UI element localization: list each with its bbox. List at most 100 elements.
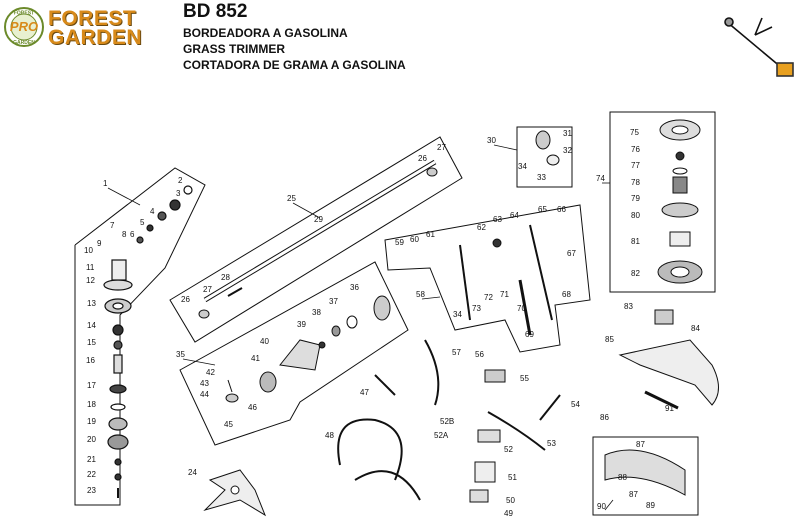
badge-ring-top: FOREST (14, 11, 34, 17)
part-label-28: 28 (221, 273, 230, 282)
part-label-63: 63 (493, 215, 502, 224)
part-label-52A: 52A (434, 431, 449, 440)
part-label-75: 75 (630, 128, 639, 137)
part-label-38: 38 (312, 308, 321, 317)
part-label-76: 76 (631, 145, 640, 154)
part-label-80: 80 (631, 211, 640, 220)
grass-trimmer-icon (724, 17, 794, 77)
part-label-37: 37 (329, 297, 338, 306)
product-desc-en: GRASS TRIMMER (183, 42, 285, 56)
part-label-49: 49 (504, 509, 513, 518)
part-label-79: 79 (631, 194, 640, 203)
brand-word-garden: GARDEN (48, 26, 143, 49)
part-label-18: 18 (87, 400, 96, 409)
leader-lines (107, 144, 614, 511)
part-label-11: 11 (86, 263, 95, 272)
part-label-25: 25 (287, 194, 296, 203)
part-label-88: 88 (618, 473, 627, 482)
part-label-55: 55 (520, 374, 529, 383)
part-label-2: 2 (178, 176, 183, 185)
part-label-51: 51 (508, 473, 517, 482)
part-label-32: 32 (563, 146, 572, 155)
part-label-89: 89 (646, 501, 655, 510)
part-label-26: 26 (418, 154, 427, 163)
part-label-68: 68 (562, 290, 571, 299)
part-label-13: 13 (87, 299, 96, 308)
part-label-14: 14 (87, 321, 96, 330)
part-label-36: 36 (350, 283, 359, 292)
part-label-69: 69 (525, 330, 534, 339)
part-label-7: 7 (110, 221, 115, 230)
part-label-27: 27 (203, 285, 212, 294)
blade-guard (618, 309, 719, 410)
saw-blade-frame (592, 436, 699, 516)
part-label-77: 77 (631, 161, 640, 170)
part-label-66: 66 (557, 205, 566, 214)
part-label-19: 19 (87, 417, 96, 426)
part-label-58: 58 (416, 290, 425, 299)
part-label-86: 86 (600, 413, 609, 422)
part-label-62: 62 (477, 223, 486, 232)
part-label-53: 53 (547, 439, 556, 448)
part-label-34: 34 (453, 310, 462, 319)
part-label-74: 74 (596, 174, 605, 183)
part-label-3: 3 (176, 189, 181, 198)
part-label-64: 64 (510, 211, 519, 220)
part-label-46: 46 (248, 403, 257, 412)
handle-bars (337, 339, 561, 503)
part-label-23: 23 (87, 486, 96, 495)
part-label-34: 34 (518, 162, 527, 171)
part-label-82: 82 (631, 269, 640, 278)
part-label-5: 5 (140, 218, 145, 227)
part-label-52: 52 (504, 445, 513, 454)
part-label-73: 73 (472, 304, 481, 313)
part-label-54: 54 (571, 400, 580, 409)
cutting-blade (203, 469, 267, 517)
gear-head-parts (103, 185, 193, 498)
part-label-87: 87 (629, 490, 638, 499)
part-label-81: 81 (631, 237, 640, 246)
part-label-12: 12 (86, 276, 95, 285)
part-label-50: 50 (506, 496, 515, 505)
part-label-26: 26 (181, 295, 190, 304)
product-desc-pt: CORTADORA DE GRAMA A GASOLINA (183, 58, 406, 72)
part-label-67: 67 (567, 249, 576, 258)
part-label-45: 45 (224, 420, 233, 429)
part-label-8: 8 (122, 230, 127, 239)
part-label-44: 44 (200, 390, 209, 399)
part-label-29: 29 (314, 215, 323, 224)
model-number: BD 852 (183, 1, 248, 22)
handle-bar-frame (384, 204, 591, 353)
brand-word-forest: FOREST (48, 7, 137, 30)
part-label-70: 70 (517, 304, 526, 313)
part-label-17: 17 (87, 381, 96, 390)
part-label-60: 60 (410, 235, 419, 244)
part-label-30: 30 (487, 136, 496, 145)
brand-badge-icon: FOREST GARDEN PRO (4, 7, 44, 47)
part-label-27: 27 (437, 143, 446, 152)
throttle-parts-frame (516, 126, 573, 188)
part-label-41: 41 (251, 354, 260, 363)
part-label-47: 47 (360, 388, 369, 397)
part-label-1: 1 (103, 179, 108, 188)
badge-text: PRO (10, 19, 38, 34)
trimmer-head-frame (609, 111, 716, 293)
part-label-40: 40 (260, 337, 269, 346)
part-label-24: 24 (188, 468, 197, 477)
drive-shaft-frame (169, 136, 463, 343)
part-label-87: 87 (636, 440, 645, 449)
part-label-42: 42 (206, 368, 215, 377)
product-desc-es: BORDEADORA A GASOLINA (183, 26, 348, 40)
part-label-15: 15 (87, 338, 96, 347)
part-label-72: 72 (484, 293, 493, 302)
part-label-57: 57 (452, 348, 461, 357)
badge-ring-bottom: GARDEN (13, 40, 35, 46)
part-label-43: 43 (200, 379, 209, 388)
part-label-52B: 52B (440, 417, 454, 426)
part-label-91: 91 (665, 404, 674, 413)
part-label-20: 20 (87, 435, 96, 444)
part-label-9: 9 (97, 239, 102, 248)
part-label-39: 39 (297, 320, 306, 329)
